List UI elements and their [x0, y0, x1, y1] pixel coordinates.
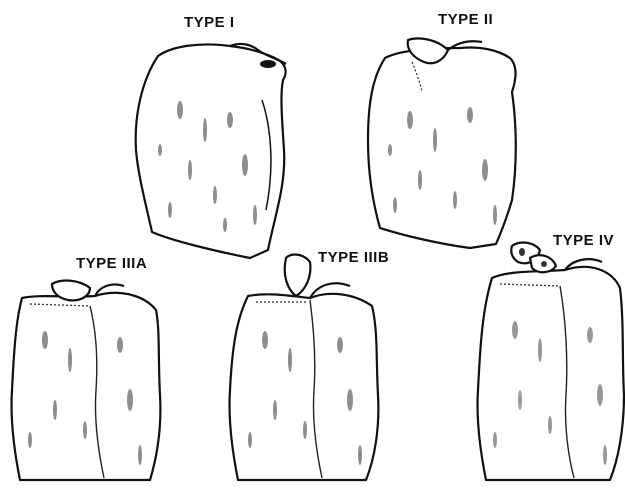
tibial-tubercle-fracture-diagram: TYPE I TYPE II	[0, 0, 625, 488]
panel-type-4: TYPE IV	[0, 0, 625, 488]
bone-type-4	[0, 0, 625, 488]
